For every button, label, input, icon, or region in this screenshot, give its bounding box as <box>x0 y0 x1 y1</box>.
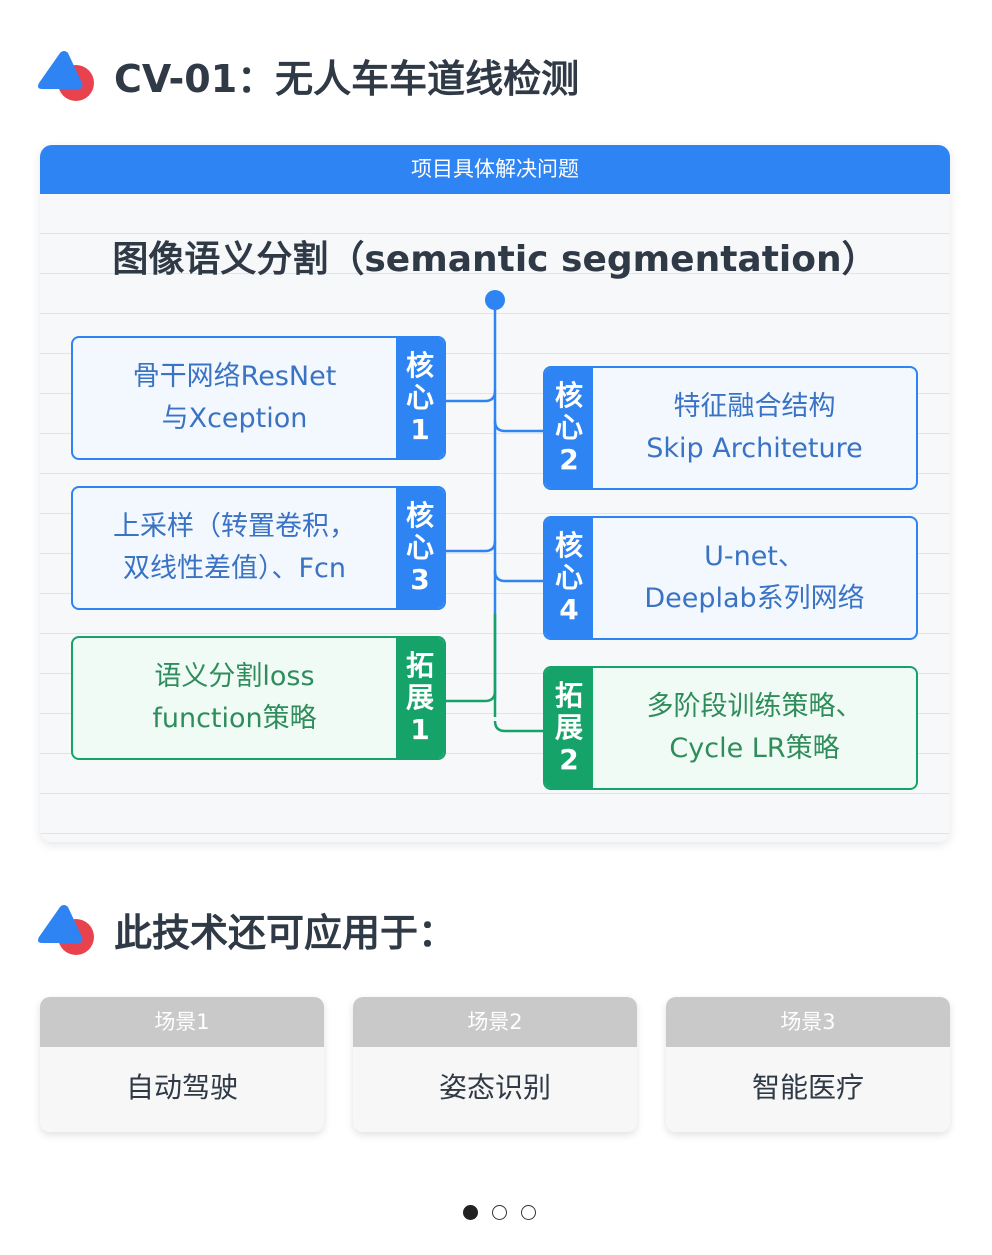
scene-card-2: 场景2 姿态识别 <box>353 997 637 1132</box>
section-header-applications: 此技术还可应用于： <box>36 902 456 957</box>
connector-lines <box>446 290 544 733</box>
problem-card: 项目具体解决问题 图像语义分割（semantic segmentation） 骨… <box>40 145 950 842</box>
diagram-area: 图像语义分割（semantic segmentation） 骨干网络ResNet… <box>40 194 950 842</box>
root-node-dot <box>485 290 505 310</box>
card-header: 项目具体解决问题 <box>40 145 950 194</box>
node-text: U-net、 Deeplab系列网络 <box>644 541 865 614</box>
diagram-title: 图像语义分割（semantic segmentation） <box>112 239 878 280</box>
page-title: CV-01：无人车车道线检测 <box>114 57 580 101</box>
node-text: 特征融合结构 Skip Architeture <box>646 391 863 464</box>
scene-value: 智能医疗 <box>666 1047 950 1132</box>
node-text: 语义分割loss function策略 <box>152 661 317 734</box>
scene-card-1: 场景1 自动驾驶 <box>40 997 324 1132</box>
section-header-project: CV-01：无人车车道线检测 <box>36 48 579 103</box>
scene-label: 场景2 <box>353 997 637 1047</box>
page-dot-2[interactable] <box>492 1205 507 1220</box>
pagination-dots <box>463 1205 536 1220</box>
brand-logo-icon <box>36 903 96 957</box>
node-text: 多阶段训练策略、 Cycle LR策略 <box>646 691 863 764</box>
page-dot-1[interactable] <box>463 1205 478 1220</box>
scene-card-3: 场景3 智能医疗 <box>666 997 950 1132</box>
applications-title: 此技术还可应用于： <box>114 911 457 955</box>
brand-logo-icon <box>36 49 96 103</box>
page-dot-3[interactable] <box>521 1205 536 1220</box>
scene-value: 自动驾驶 <box>40 1047 324 1132</box>
node-text: 骨干网络ResNet 与Xception <box>132 361 337 434</box>
scene-value: 姿态识别 <box>353 1047 637 1132</box>
scene-label: 场景1 <box>40 997 324 1047</box>
node-text: 上采样（转置卷积， 双线性差值）、Fcn <box>113 511 356 584</box>
scene-label: 场景3 <box>666 997 950 1047</box>
